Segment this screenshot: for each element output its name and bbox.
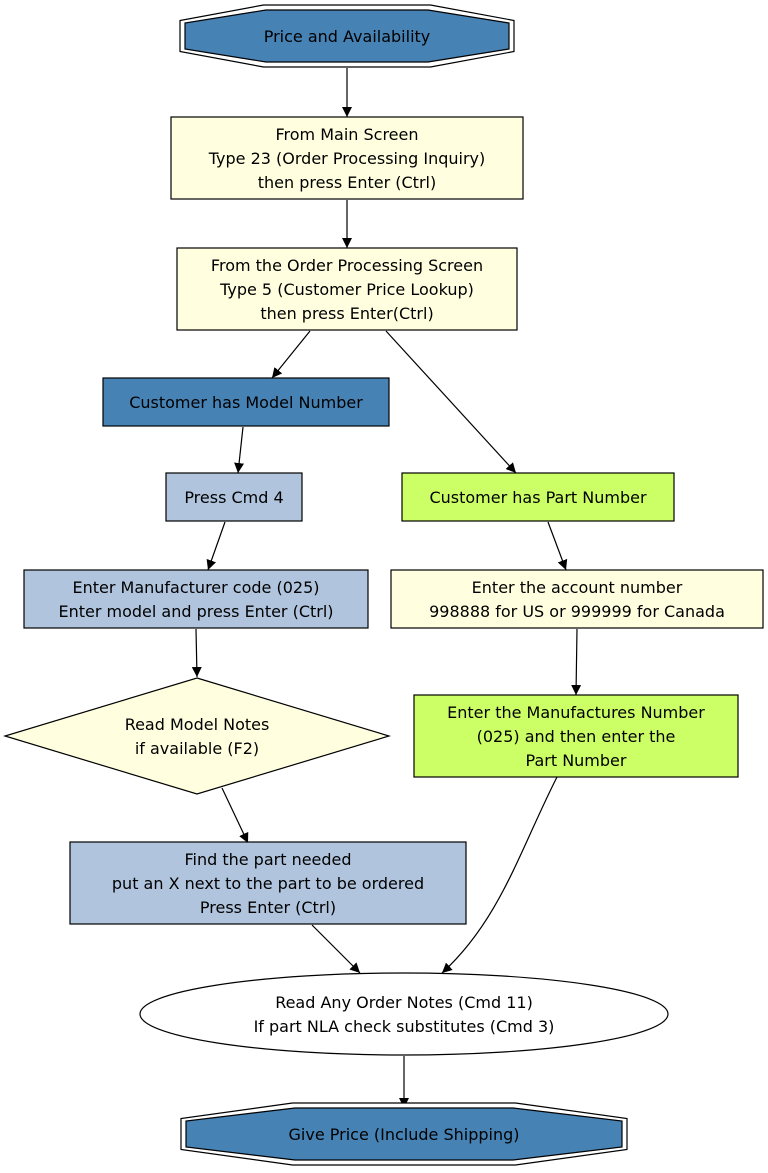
- node-label-line: Enter model and press Enter (Ctrl): [58, 602, 333, 621]
- node-label-line: Type 5 (Customer Price Lookup): [219, 280, 474, 299]
- octagon-inner-shape: [185, 1107, 623, 1161]
- edge-read-model-notes-to-find-part: [221, 787, 249, 844]
- edge-order-processing-to-has-model: [271, 330, 311, 379]
- node-label-line: Type 23 (Order Processing Inquiry): [208, 149, 486, 168]
- box-shape: [102, 377, 390, 427]
- node-label-line: Read Any Order Notes (Cmd 11): [275, 993, 533, 1012]
- node-label-line: From the Order Processing Screen: [211, 256, 483, 275]
- node-find-part: Find the part needed put an X next to the…: [69, 841, 467, 925]
- box-shape: [69, 841, 467, 925]
- edge-enter-mfr-number-to-order-notes: [441, 776, 558, 974]
- edges: [191, 68, 582, 1108]
- node-label-line: put an X next to the part to be ordered: [112, 874, 424, 893]
- node-label-line: Press Cmd 4: [184, 488, 283, 507]
- node-press-cmd4: Press Cmd 4: [165, 472, 303, 522]
- node-label-line: Find the part needed: [184, 850, 351, 869]
- node-label-line: 998888 for US or 999999 for Canada: [429, 602, 725, 621]
- box-shape: [176, 247, 518, 331]
- diamond-shape: [2, 677, 392, 795]
- edge-order-processing-to-has-part: [385, 330, 517, 474]
- octagon-inner-shape: [184, 9, 510, 63]
- node-enter-mfr-number: Enter the Manufactures Number (025) and t…: [413, 694, 739, 778]
- node-order-notes: Read Any Order Notes (Cmd 11) If part NLA…: [139, 972, 669, 1056]
- ellipse-shape: [139, 972, 669, 1056]
- node-label-line: If part NLA check substitutes (Cmd 3): [254, 1017, 555, 1036]
- node-label-line: Read Model Notes: [125, 715, 270, 734]
- node-enter-account: Enter the account number 998888 for US or…: [390, 569, 764, 629]
- node-label-line: Give Price (Include Shipping): [289, 1125, 520, 1144]
- node-label-line: Customer has Model Number: [129, 393, 363, 412]
- edge-has-model-to-press-cmd4: [234, 426, 245, 474]
- node-label-line: then press Enter(Ctrl): [260, 304, 433, 323]
- node-start: Price and Availability: [179, 4, 515, 68]
- edge-enter-account-to-enter-mfr-number: [571, 628, 582, 696]
- node-label-line: (025) and then enter the: [477, 727, 676, 746]
- node-label-line: Enter the account number: [472, 578, 683, 597]
- node-give-price: Give Price (Include Shipping): [180, 1102, 628, 1166]
- node-has-model: Customer has Model Number: [102, 377, 390, 427]
- node-label-line: Price and Availability: [264, 27, 431, 46]
- node-label-line: if available (F2): [135, 739, 259, 758]
- node-label-line: Enter Manufacturer code (025): [73, 578, 320, 597]
- node-read-model-notes: Read Model Notes if available (F2): [2, 677, 392, 795]
- box-shape: [413, 694, 739, 778]
- node-label-line: Customer has Part Number: [429, 488, 647, 507]
- node-has-part: Customer has Part Number: [401, 472, 675, 522]
- node-label-line: From Main Screen: [275, 125, 418, 144]
- edge-press-cmd4-to-enter-mfr-code: [206, 521, 226, 571]
- edge-enter-mfr-code-to-read-model-notes: [191, 628, 202, 678]
- box-shape: [170, 116, 524, 200]
- edge-has-part-to-enter-account: [547, 521, 568, 571]
- edge-find-part-to-order-notes: [311, 924, 361, 974]
- node-enter-mfr-code: Enter Manufacturer code (025) Enter model…: [23, 569, 369, 629]
- box-shape: [390, 569, 764, 629]
- box-shape: [23, 569, 369, 629]
- node-label-line: Enter the Manufactures Number: [447, 703, 705, 722]
- box-shape: [401, 472, 675, 522]
- node-label-line: Press Enter (Ctrl): [200, 898, 336, 917]
- box-shape: [165, 472, 303, 522]
- node-label-line: Part Number: [526, 751, 627, 770]
- node-label-line: then press Enter (Ctrl): [258, 173, 436, 192]
